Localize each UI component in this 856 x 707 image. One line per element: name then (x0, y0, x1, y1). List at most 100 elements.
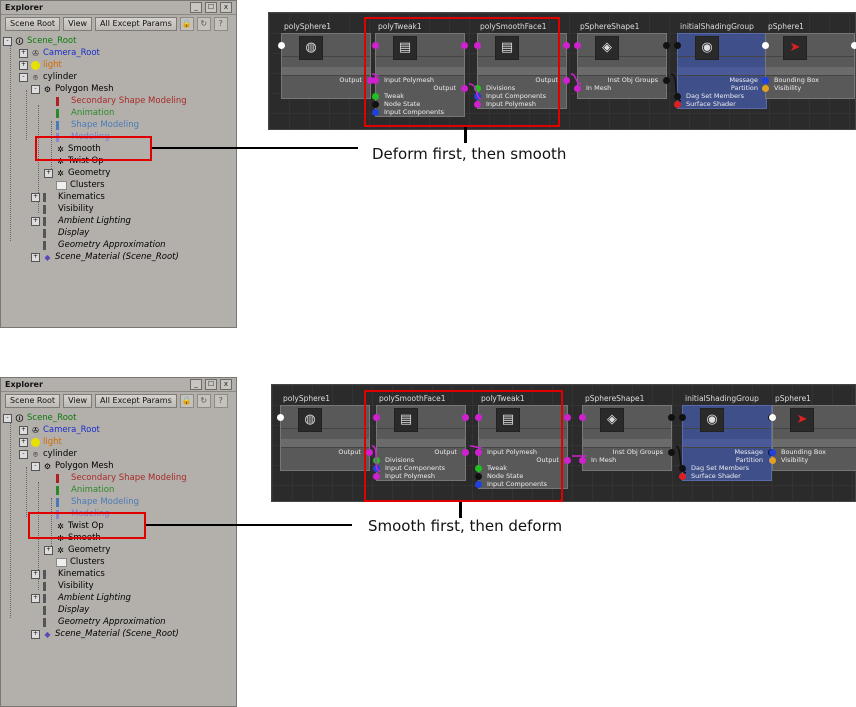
port-surface-shader[interactable]: Surface Shader (674, 100, 766, 108)
port-tweak[interactable]: Tweak (475, 464, 567, 472)
node-poly-sphere[interactable]: polySphere1 ◍ Output (278, 22, 374, 99)
tree-item-shape-modeling[interactable]: Shape Modeling (56, 119, 139, 131)
tree-item-cylinder[interactable]: -⌾ cylinder (19, 71, 77, 83)
tree-item-scene-material[interactable]: +◆ Scene_Material (Scene_Root) (31, 629, 179, 639)
tree-item-display[interactable]: Display (43, 604, 89, 616)
property-icon (43, 192, 55, 202)
port-inst-obj-groups[interactable]: Inst Obj Groups (583, 448, 675, 456)
help-icon[interactable]: ? (213, 394, 228, 408)
port-visibility[interactable]: Visibility (762, 84, 854, 92)
tree-item-display[interactable]: Display (43, 227, 89, 239)
filter-button[interactable]: All Except Params (95, 17, 177, 31)
port-bounding-box[interactable]: Bounding Box (762, 76, 854, 84)
tree-item-scene-root[interactable]: -🛈 Scene_Root (3, 35, 76, 47)
node-poly-tweak[interactable]: polyTweak1 ▤ Input Polymesh Output Tweak… (372, 22, 468, 117)
port-input-components[interactable]: Input Components (372, 108, 464, 116)
node-p-sphere-shape[interactable]: pSphereShape1 ◈ Inst Obj Groups In Mesh (574, 22, 670, 99)
port-in-mesh[interactable]: In Mesh (574, 84, 666, 92)
minimize-button[interactable]: _ (190, 2, 202, 13)
port-node-state[interactable]: Node State (475, 472, 567, 480)
port-node-state[interactable]: Node State (372, 100, 464, 108)
lock-icon[interactable]: 🔒 (179, 17, 194, 31)
tree-item-shape-modeling[interactable]: Shape Modeling (56, 496, 139, 508)
filter-button[interactable]: All Except Params (95, 394, 177, 408)
tree-item-visibility[interactable]: Visibility (43, 203, 94, 215)
port-visibility[interactable]: Visibility (769, 456, 856, 464)
tree-item-animation[interactable]: Animation (56, 484, 114, 496)
tree-item-secondary-shape-modeling[interactable]: Secondary Shape Modeling (56, 472, 187, 484)
tree-item-kinematics[interactable]: + Kinematics (31, 192, 105, 202)
close-button[interactable]: x (220, 2, 232, 13)
connection-wires (371, 445, 687, 474)
tree-item-clusters[interactable]: Clusters (56, 556, 105, 568)
tree-item-geometry[interactable]: +✲ Geometry (44, 168, 111, 178)
tree-item-modeling[interactable]: Modeling (56, 508, 110, 520)
tree-item-polygon-mesh[interactable]: -⚙ Polygon Mesh (31, 83, 113, 95)
node-title: initialShadingGroup (680, 22, 754, 31)
port-input-polymesh[interactable]: Input Polymesh (372, 76, 464, 84)
tree-item-clusters[interactable]: Clusters (56, 179, 105, 191)
port-output[interactable]: Output (282, 76, 374, 84)
tree-item-polygon-mesh[interactable]: -⚙ Polygon Mesh (31, 460, 113, 472)
tree-item-op-1[interactable]: ✲ Twist Op (57, 521, 104, 531)
port-output[interactable]: Output (376, 84, 468, 92)
minimize-button[interactable]: _ (190, 379, 202, 390)
port-output[interactable]: Output (377, 448, 469, 456)
mesh-shape-icon: ◈ (595, 36, 619, 60)
node-p-sphere-transform[interactable]: pSphere1 ➤ Bounding Box Visibility (762, 22, 856, 99)
port-in-mesh[interactable]: In Mesh (579, 456, 671, 464)
tree-item-kinematics[interactable]: + Kinematics (31, 569, 105, 579)
port-input-components[interactable]: Input Components (475, 480, 567, 488)
tree-item-visibility[interactable]: Visibility (43, 580, 94, 592)
tree-item-scene-material[interactable]: +◆ Scene_Material (Scene_Root) (31, 252, 179, 262)
maximize-button[interactable]: ☐ (205, 2, 217, 13)
tree-item-secondary-shape-modeling[interactable]: Secondary Shape Modeling (56, 95, 187, 107)
port-input-polymesh[interactable]: Input Polymesh (474, 100, 566, 108)
tree-item-light[interactable]: + light (19, 60, 62, 70)
marker-icon (56, 497, 68, 507)
node-poly-smooth-face[interactable]: polySmoothFace1 ▤ Output Divisions Input… (373, 394, 469, 481)
tree-item-geometry-approximation[interactable]: Geometry Approximation (43, 239, 166, 251)
port-bounding-box[interactable]: Bounding Box (769, 448, 856, 456)
lock-icon[interactable]: 🔒 (179, 394, 194, 408)
tree-item-geometry[interactable]: +✲ Geometry (44, 545, 111, 555)
tree-item-animation[interactable]: Animation (56, 107, 114, 119)
node-graph-top[interactable]: polySphere1 ◍ Output polyTweak1 ▤ Input … (268, 12, 856, 130)
tree-item-op-1[interactable]: ✲ Smooth (57, 144, 101, 154)
camera-icon: ✇ (32, 425, 39, 435)
highlight-box-nodes-top (364, 17, 560, 127)
tree-item-ambient-lighting[interactable]: + Ambient Lighting (31, 593, 131, 603)
tree-item-scene-root[interactable]: -🛈 Scene_Root (3, 412, 76, 424)
tree-item-light[interactable]: + light (19, 437, 62, 447)
node-poly-sphere[interactable]: polySphere1 ◍ Output (277, 394, 373, 471)
node-poly-smooth-face[interactable]: polySmoothFace1 ▤ Output Divisions Input… (474, 22, 570, 109)
port-output[interactable]: Output (479, 456, 571, 464)
node-p-sphere-transform[interactable]: pSphere1 ➤ Bounding Box Visibility (769, 394, 856, 471)
node-p-sphere-shape[interactable]: pSphereShape1 ◈ Inst Obj Groups In Mesh (579, 394, 675, 471)
scene-root-button[interactable]: Scene Root (5, 394, 61, 408)
operator-icon: ✲ (57, 144, 64, 154)
port-divisions[interactable]: Divisions (474, 84, 566, 92)
tree-item-cylinder[interactable]: -⌾ cylinder (19, 448, 77, 460)
refresh-icon[interactable]: ↻ (196, 394, 211, 408)
maximize-button[interactable]: ☐ (205, 379, 217, 390)
tree-item-geometry-approximation[interactable]: Geometry Approximation (43, 616, 166, 628)
view-button[interactable]: View (63, 17, 93, 31)
port-surface-shader[interactable]: Surface Shader (679, 472, 771, 480)
port-input-polymesh[interactable]: Input Polymesh (475, 448, 567, 456)
view-button[interactable]: View (63, 394, 93, 408)
port-inst-obj-groups[interactable]: Inst Obj Groups (578, 76, 670, 84)
scene-root-button[interactable]: Scene Root (5, 17, 61, 31)
tree-item-camera-root[interactable]: +✇ Camera_Root (19, 425, 100, 435)
help-icon[interactable]: ? (213, 17, 228, 31)
port-input-polymesh[interactable]: Input Polymesh (373, 472, 465, 480)
node-graph-bottom[interactable]: polySphere1 ◍ Output polySmoothFace1 ▤ O… (271, 384, 856, 502)
close-button[interactable]: x (220, 379, 232, 390)
port-tweak[interactable]: Tweak (372, 92, 464, 100)
port-output[interactable]: Output (478, 76, 570, 84)
tree-item-op-2[interactable]: ✲ Twist Op (57, 156, 104, 166)
port-output[interactable]: Output (281, 448, 373, 456)
tree-item-ambient-lighting[interactable]: + Ambient Lighting (31, 216, 131, 226)
refresh-icon[interactable]: ↻ (196, 17, 211, 31)
tree-item-camera-root[interactable]: +✇ Camera_Root (19, 48, 100, 58)
